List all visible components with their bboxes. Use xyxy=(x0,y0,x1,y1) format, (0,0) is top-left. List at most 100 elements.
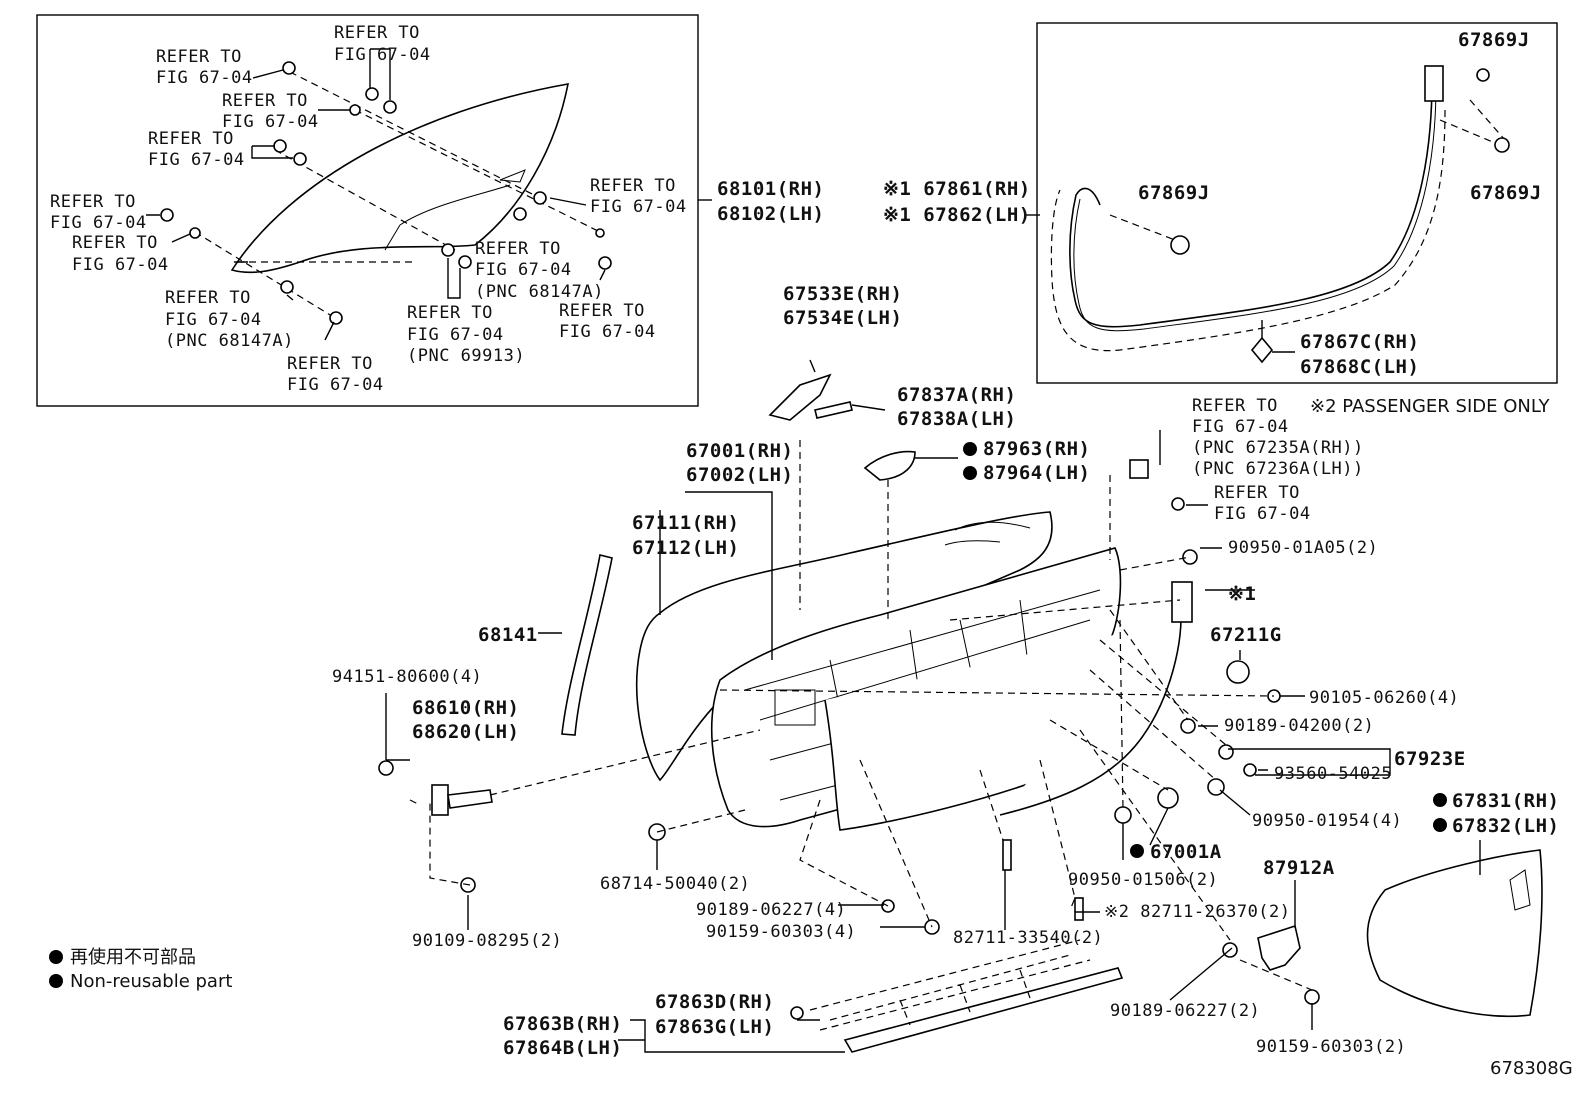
svg-text:REFER TO: REFER TO xyxy=(475,239,561,259)
svg-text:67534E(LH): 67534E(LH) xyxy=(783,307,902,329)
label-90105: 90105-06260(4) xyxy=(1309,688,1459,708)
svg-text:REFER TO: REFER TO xyxy=(1192,396,1278,416)
label-82711b: ※2 82711-26370(2) xyxy=(1104,902,1291,922)
svg-text:REFER TO: REFER TO xyxy=(148,129,234,149)
label-82711a: 82711-33540(2) xyxy=(953,928,1103,948)
svg-text:87964(LH): 87964(LH) xyxy=(983,462,1090,484)
svg-text:67863B(RH): 67863B(RH) xyxy=(503,1013,622,1035)
svg-text:67112(LH): 67112(LH) xyxy=(632,537,739,559)
label-lock-ref: REFER TO FIG 67-04 (PNC 67235A(RH)) (PNC… xyxy=(1192,396,1364,479)
door-weatherstrip xyxy=(1069,79,1433,328)
svg-text:67533E(RH): 67533E(RH) xyxy=(783,283,902,305)
label-90159b: 90159-60303(2) xyxy=(1256,1037,1406,1057)
svg-text:FIG 67-04: FIG 67-04 xyxy=(50,213,147,233)
label-87963: 87963(RH)87964(LH) xyxy=(963,438,1090,484)
svg-text:FIG 67-04: FIG 67-04 xyxy=(222,112,319,132)
svg-text:REFER TO: REFER TO xyxy=(407,303,493,323)
diagram-id: 678308G xyxy=(1490,1058,1573,1079)
svg-text:REFER TO: REFER TO xyxy=(559,301,645,321)
svg-text:67001A: 67001A xyxy=(1150,841,1222,863)
fasteners xyxy=(378,497,1320,1020)
label-67869J-top: 67869J xyxy=(1458,29,1530,51)
label-90950b: 90950-01954(4) xyxy=(1252,811,1402,831)
svg-text:(PNC 68147A): (PNC 68147A) xyxy=(475,282,604,302)
svg-text:FIG 67-04: FIG 67-04 xyxy=(475,260,572,280)
svg-text:68620(LH): 68620(LH) xyxy=(412,721,519,743)
svg-text:67868C(LH): 67868C(LH) xyxy=(1300,356,1419,378)
svg-text:REFER TO: REFER TO xyxy=(72,233,158,253)
label-90189c: 90189-04200(2) xyxy=(1224,716,1374,736)
svg-text:68101(RH): 68101(RH) xyxy=(717,178,824,200)
svg-text:FIG 67-04: FIG 67-04 xyxy=(590,197,687,217)
svg-text:REFER TO: REFER TO xyxy=(222,91,308,111)
svg-text:REFER TO: REFER TO xyxy=(1214,483,1300,503)
svg-text:REFER TO: REFER TO xyxy=(590,176,676,196)
label-67923E: 67923E xyxy=(1394,748,1466,770)
label-67863D: 67863D(RH)67863G(LH) xyxy=(655,991,774,1038)
svg-text:87963(RH): 87963(RH) xyxy=(983,438,1090,460)
label-67867C: 67867C(RH) 67868C(LH) xyxy=(1300,331,1419,378)
label-90109: 90109-08295(2) xyxy=(412,931,562,951)
svg-text:67111(RH): 67111(RH) xyxy=(632,512,739,534)
svg-text:FIG 67-04: FIG 67-04 xyxy=(1192,417,1289,437)
label-67111: 67111(RH) 67112(LH) xyxy=(632,512,739,559)
label-lock-ref2: REFER TO FIG 67-04 xyxy=(1214,483,1311,524)
legend: 再使用不可部品 Non-reusable part xyxy=(49,947,232,992)
svg-text:FIG 67-04: FIG 67-04 xyxy=(1214,504,1311,524)
label-note2: ※2 PASSENGER SIDE ONLY xyxy=(1310,396,1550,417)
svg-text:67837A(RH): 67837A(RH) xyxy=(897,384,1016,406)
svg-text:67863G(LH): 67863G(LH) xyxy=(655,1016,774,1038)
svg-text:REFER TO: REFER TO xyxy=(287,354,373,374)
svg-text:FIG 67-04: FIG 67-04 xyxy=(407,325,504,345)
svg-text:REFER TO: REFER TO xyxy=(50,192,136,212)
label-67837A: 67837A(RH)67838A(LH) xyxy=(897,384,1016,430)
label-68141: 68141 xyxy=(478,624,538,646)
label-68101: 68101(RH) 68102(LH) xyxy=(717,178,824,225)
label-67533E: 67533E(RH)67534E(LH) xyxy=(783,283,902,329)
svg-text:※1 67861(RH): ※1 67861(RH) xyxy=(883,178,1031,200)
label-90189a: 90189-06227(4) xyxy=(696,900,846,920)
svg-text:再使用不可部品: 再使用不可部品 xyxy=(70,947,196,968)
svg-text:FIG 67-04: FIG 67-04 xyxy=(148,150,245,170)
label-67863B: 67863B(RH)67864B(LH) xyxy=(503,1013,622,1059)
rocker-moulding xyxy=(843,967,1124,1053)
svg-text:67864B(LH): 67864B(LH) xyxy=(503,1037,622,1059)
label-68714: 68714-50040(2) xyxy=(600,874,750,894)
label-note1: ※1 xyxy=(1228,583,1256,605)
label-90159a: 90159-60303(4) xyxy=(706,922,856,942)
svg-text:Non-reusable part: Non-reusable part xyxy=(70,971,232,992)
door-assembly: 67533E(RH)67534E(LH) 67837A(RH)67838A(LH… xyxy=(332,283,1559,1059)
inset-frame xyxy=(36,14,699,407)
svg-text:REFER TO: REFER TO xyxy=(156,47,242,67)
svg-text:67832(LH): 67832(LH) xyxy=(1452,815,1559,837)
label-67001: 67001(RH)67002(LH) xyxy=(686,440,793,486)
svg-text:67867C(RH): 67867C(RH) xyxy=(1300,331,1419,353)
label-93560: 93560-54025 xyxy=(1274,764,1392,784)
label-67869J-right: 67869J xyxy=(1470,182,1542,204)
label-67861: ※1 67861(RH) ※1 67862(LH) xyxy=(883,178,1031,226)
label-67211G: 67211G xyxy=(1210,624,1282,646)
svg-text:(PNC 67236A(LH)): (PNC 67236A(LH)) xyxy=(1192,459,1364,479)
svg-text:(PNC 69913): (PNC 69913) xyxy=(407,346,525,366)
svg-text:67002(LH): 67002(LH) xyxy=(686,464,793,486)
svg-text:REFER TO: REFER TO xyxy=(334,23,420,43)
svg-text:68610(RH): 68610(RH) xyxy=(412,697,519,719)
label-90189b: 90189-06227(2) xyxy=(1110,1001,1260,1021)
svg-text:68102(LH): 68102(LH) xyxy=(717,203,824,225)
svg-text:FIG 67-04: FIG 67-04 xyxy=(156,68,253,88)
service-hole-cover xyxy=(1366,849,1543,1018)
svg-text:FIG 67-04: FIG 67-04 xyxy=(72,255,169,275)
label-87912A: 87912A xyxy=(1263,857,1335,879)
